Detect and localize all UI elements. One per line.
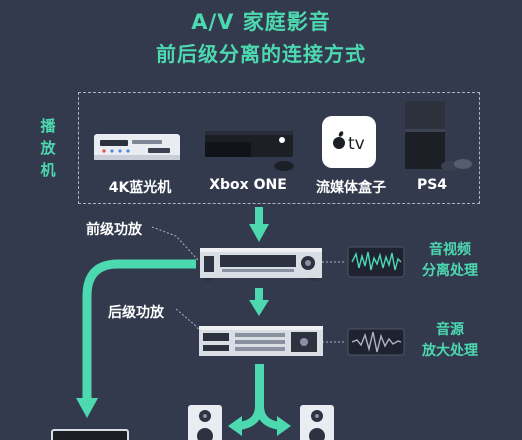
amplify-waveform-icon [347, 328, 405, 356]
tv-logo-text: tv [348, 134, 365, 154]
av-split-processing-label: 音视频 分离处理 [422, 242, 478, 279]
device-label-bluray: 4K蓝光机 [108, 180, 172, 196]
xbox-one-icon [205, 131, 294, 171]
display-icon [51, 429, 129, 440]
device-label-streaming-box: 流媒体盒子 [316, 180, 386, 196]
amplify-processing-label: 音源 放大处理 [422, 322, 478, 359]
sources-label: 播 放 机 [38, 115, 58, 181]
left-speaker-icon [188, 405, 222, 440]
preamp-icon [200, 248, 322, 281]
ps4-icon [405, 101, 472, 171]
diagram-title: A/V 家庭影音 [191, 10, 331, 34]
right-speaker-icon [300, 405, 334, 440]
av-waveform-icon [347, 246, 405, 278]
arrow-sources-to-preamp [249, 207, 269, 242]
bluray-player-icon [94, 134, 180, 160]
sources-label-text: 播 放 机 [40, 117, 56, 179]
fork-arrow-to-speakers [228, 364, 291, 436]
device-label-ps4: PS4 [416, 177, 448, 193]
arrow-preamp-to-poweramp [249, 288, 269, 316]
bypass-curved-arrow [76, 259, 196, 418]
device-label-xbox: Xbox ONE [209, 177, 287, 193]
streaming-box-icon: tv [322, 116, 376, 168]
diagram-subtitle: 前后级分离的连接方式 [156, 42, 366, 66]
source-devices-box [78, 92, 480, 204]
preamp-label: 前级功放 [86, 222, 142, 238]
poweramp-leader-line [175, 308, 203, 335]
poweramp-icon [199, 326, 323, 356]
preamp-leader-line [151, 226, 199, 261]
poweramp-label: 后级功放 [108, 305, 164, 321]
